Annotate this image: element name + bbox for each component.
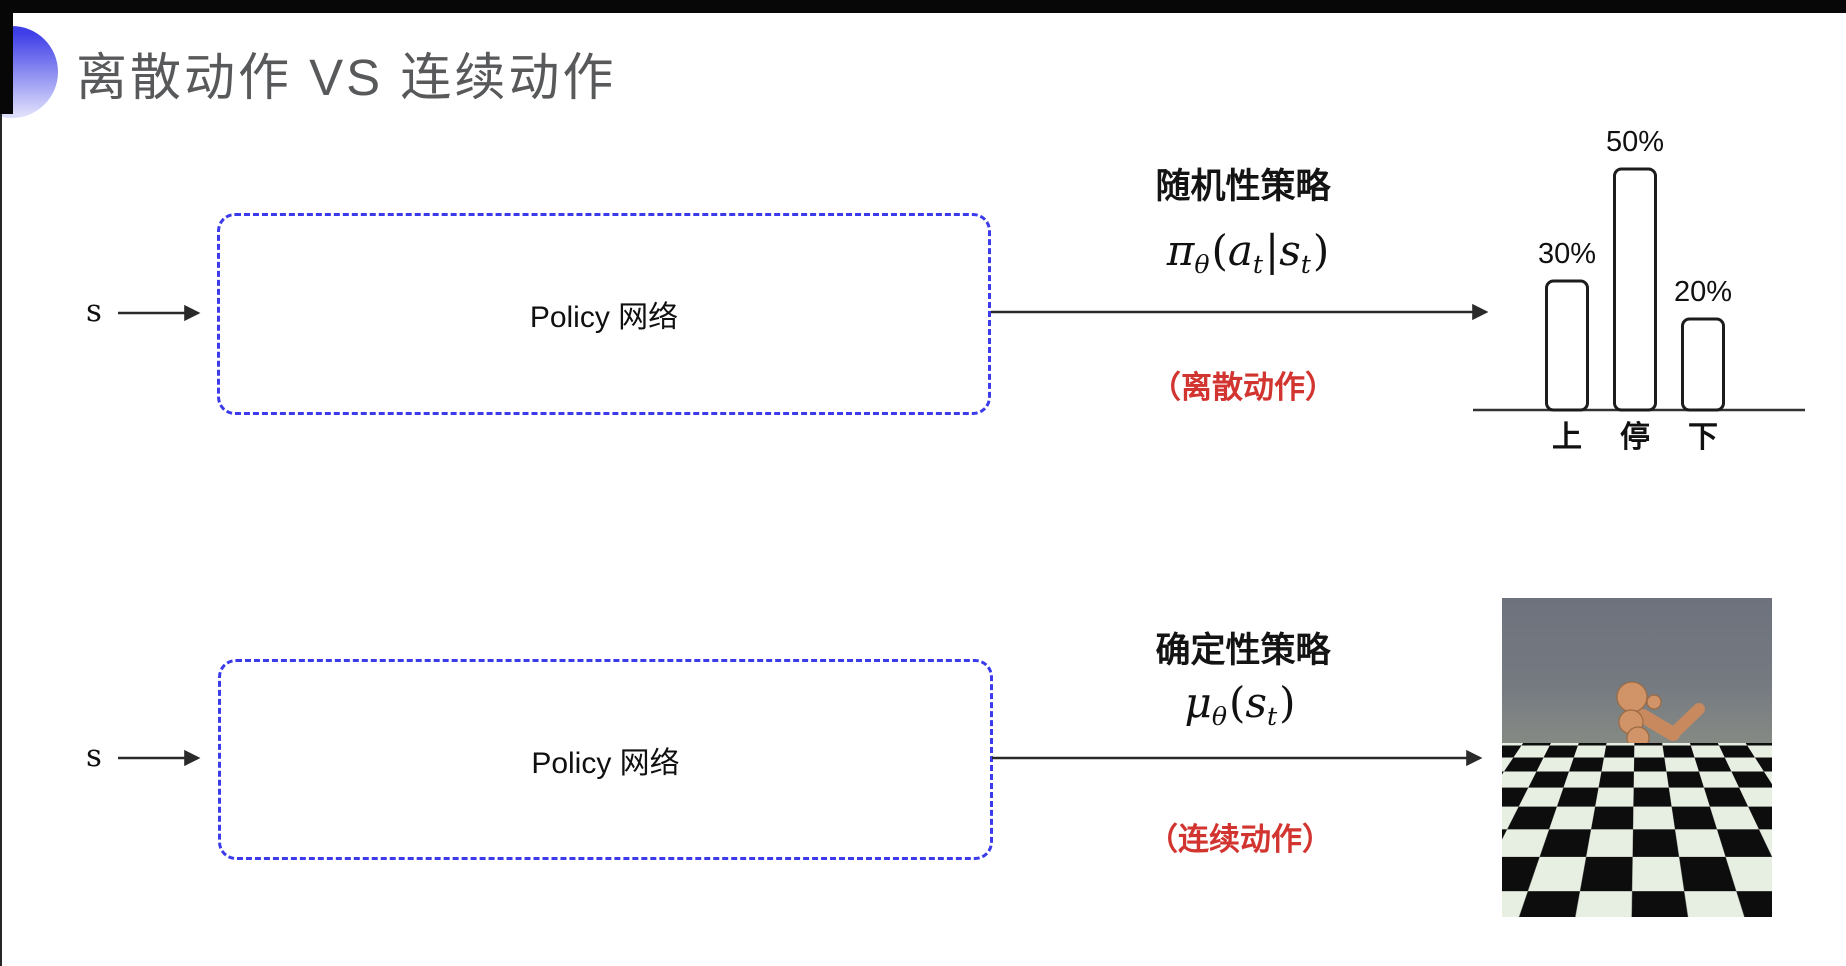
humanoid-robot [1502, 598, 1772, 917]
bar-category-label: 上 [1552, 421, 1582, 454]
formula-token: ( [1229, 678, 1245, 727]
probability-bar [1547, 281, 1588, 410]
discrete-action-note: （离散动作） [1063, 362, 1423, 407]
humanoid-simulation-image [1502, 598, 1772, 917]
formula-token: s [1245, 678, 1267, 727]
formula-token: ) [1279, 678, 1295, 727]
screenshot-top-border [0, 0, 1846, 13]
deterministic-policy-title: 确定性策略 [1063, 622, 1423, 673]
robot-kneeling-shin [1606, 836, 1642, 837]
bar-value-label: 30% [1538, 238, 1596, 270]
robot-limbs [1606, 709, 1699, 837]
state-input-label-top: s [86, 293, 102, 329]
page-title: 离散动作 VS 连续动作 [76, 36, 616, 110]
formula-token: θ [1194, 250, 1209, 279]
robot-head [1617, 682, 1647, 712]
screenshot-left-border [0, 0, 13, 114]
policy-network-label: Policy 网络 [530, 292, 678, 336]
formula-token: t [1301, 250, 1311, 279]
policy-network-label: Policy 网络 [531, 738, 679, 782]
action-probability-chart: 30% 上 50% 停 20% 下 [1460, 95, 1830, 465]
bar-value-label: 50% [1606, 126, 1664, 158]
deterministic-policy-formula: μθ(st) [1055, 678, 1425, 731]
probability-bar [1615, 169, 1656, 410]
formula-token: a [1228, 226, 1253, 275]
continuous-action-note: （连续动作） [1060, 814, 1420, 859]
stochastic-policy-formula: πθ(at|st) [1063, 226, 1433, 279]
formula-token: θ [1212, 702, 1227, 731]
robot-kneeling-thigh [1631, 805, 1638, 830]
formula-token: ) [1313, 226, 1329, 275]
policy-network-box-bottom: Policy 网络 [218, 659, 993, 860]
formula-token: t [1267, 702, 1277, 731]
formula-token: π [1167, 226, 1195, 275]
bar-category-label: 下 [1688, 421, 1718, 454]
robot-forearm [1673, 709, 1699, 734]
screenshot-left-edge-line [0, 0, 2, 966]
robot-front-shin [1653, 821, 1664, 836]
formula-token: ( [1211, 226, 1227, 275]
formula-token: | [1265, 226, 1279, 275]
formula-token: s [1279, 226, 1301, 275]
bar-value-label: 20% [1674, 276, 1732, 308]
probability-bar [1683, 319, 1724, 410]
robot-hand [1647, 695, 1661, 709]
stochastic-policy-title: 随机性策略 [1063, 158, 1423, 209]
formula-token: t [1253, 250, 1263, 279]
robot-abdomen-segment [1631, 746, 1649, 764]
bar-category-label: 停 [1620, 421, 1650, 454]
state-input-label-bottom: s [86, 738, 102, 774]
policy-network-box-top: Policy 网络 [217, 213, 991, 415]
formula-token: μ [1185, 678, 1212, 727]
